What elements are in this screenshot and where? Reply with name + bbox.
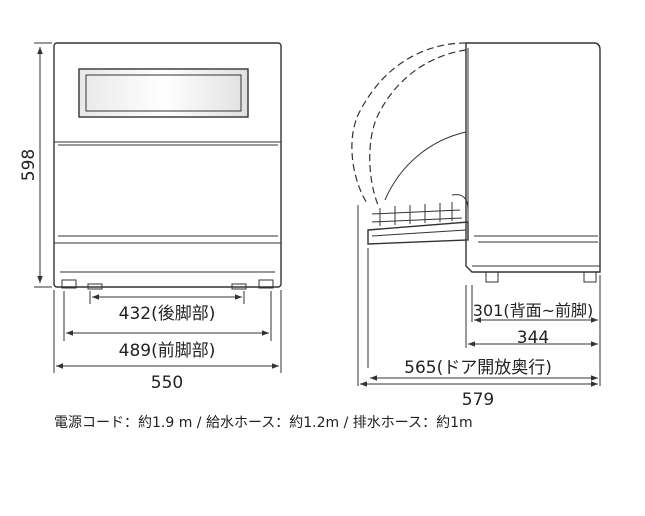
side-body-outline — [465, 42, 601, 273]
front-left-foot — [61, 279, 77, 289]
side-rear-foot — [583, 271, 597, 283]
front-view — [53, 42, 282, 290]
side-view — [351, 42, 601, 283]
front-body-outline — [53, 42, 282, 288]
depth-label: 344 — [517, 328, 549, 348]
door-swing-arc-lower — [384, 131, 467, 201]
width-label: 550 — [151, 373, 183, 393]
side-front-foot — [485, 271, 499, 283]
rear-right-foot — [231, 283, 247, 290]
door-open-depth-label: 565(ドア開放奥行) — [404, 358, 552, 378]
rear-feet-label: 432(後脚部) — [119, 304, 216, 324]
door-swing-arc-outer — [351, 42, 467, 204]
front-window-inner — [85, 74, 242, 112]
front-right-foot — [258, 279, 274, 289]
height-label: 598 — [19, 149, 39, 181]
open-door-inner — [371, 229, 467, 237]
door-swing-arc-inner — [369, 49, 467, 206]
rack-handle — [451, 194, 469, 211]
total-depth-label: 579 — [462, 390, 494, 410]
front-window — [78, 68, 249, 118]
back-to-front-feet-label: 301(背面~前脚) — [473, 301, 593, 320]
front-feet-label: 489(前脚部) — [119, 341, 216, 361]
dish-rack — [371, 202, 463, 226]
rear-left-foot — [87, 283, 103, 290]
cord-hose-lengths-note: 電源コード：約1.9 m / 給水ホース：約1.2m / 排水ホース：約1m — [54, 415, 473, 431]
open-door — [367, 221, 469, 245]
